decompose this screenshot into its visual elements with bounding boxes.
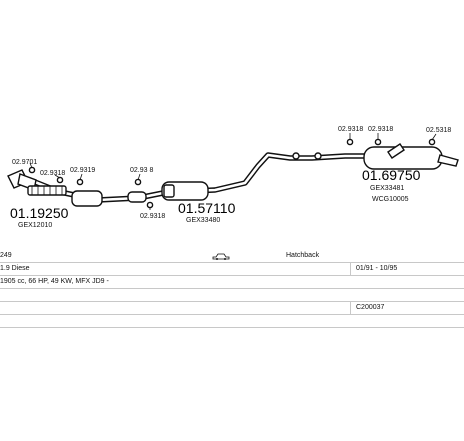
part-number: 01.69750 <box>362 167 421 183</box>
rubber-mount <box>134 178 142 186</box>
engine-spec: 1905 cc, 66 HP, 49 KW, MFX JD9 - <box>0 278 109 285</box>
part-reference: GEX33480 <box>186 217 220 224</box>
rubber-mount <box>314 152 322 160</box>
callout-label: 02.5318 <box>426 127 451 134</box>
part-reference: GEX33481 <box>370 185 404 192</box>
vehicle-id: 249 <box>0 252 12 259</box>
info-row-code: C200037 <box>0 302 464 315</box>
rubber-mount <box>374 138 382 146</box>
part-number: 01.19250 <box>10 205 69 221</box>
info-row-blank <box>0 315 464 328</box>
info-row-spec: 1905 cc, 66 HP, 49 KW, MFX JD9 - <box>0 276 464 289</box>
info-row-engine: 1.9 Diese 01/91 - 10/95 <box>0 263 464 276</box>
part-reference: WCG10005 <box>372 196 409 203</box>
part-reference: GEX12010 <box>18 222 52 229</box>
callout-label: 02.9318 <box>40 170 65 177</box>
rear-silencer-part <box>363 143 459 170</box>
callout-label: 02.9318 <box>338 126 363 133</box>
callout-label: 02.9318 <box>368 126 393 133</box>
info-row-blank <box>0 289 464 302</box>
callout-label: 02.9318 <box>140 213 165 220</box>
engine-name: 1.9 Diese <box>0 265 30 272</box>
rubber-mount <box>292 152 300 160</box>
front-pipe-part <box>7 169 67 196</box>
rubber-mount <box>146 201 154 209</box>
callout-label: 02.93 8 <box>130 167 153 174</box>
centre-pipe-joint <box>127 191 147 203</box>
rubber-mount <box>56 176 64 184</box>
production-years: 01/91 - 10/95 <box>356 265 398 272</box>
callout-label: 02.9319 <box>70 167 95 174</box>
part-number: 01.57110 <box>178 200 236 216</box>
body-type: Hatchback <box>286 252 320 259</box>
diagram-code: C200037 <box>356 304 385 311</box>
rubber-mount <box>28 166 36 174</box>
catalyst-part <box>71 190 103 207</box>
exhaust-system-diagram: 02.9701 02.9318 02.9319 02.93 8 02.9318 … <box>7 126 459 229</box>
rubber-mount <box>346 138 354 146</box>
rubber-mount <box>428 138 436 146</box>
callout-label: 02.9701 <box>12 159 37 166</box>
rubber-mount <box>76 178 84 186</box>
info-row-model: 249 Hatchback <box>0 250 464 263</box>
car-icon <box>212 253 230 260</box>
